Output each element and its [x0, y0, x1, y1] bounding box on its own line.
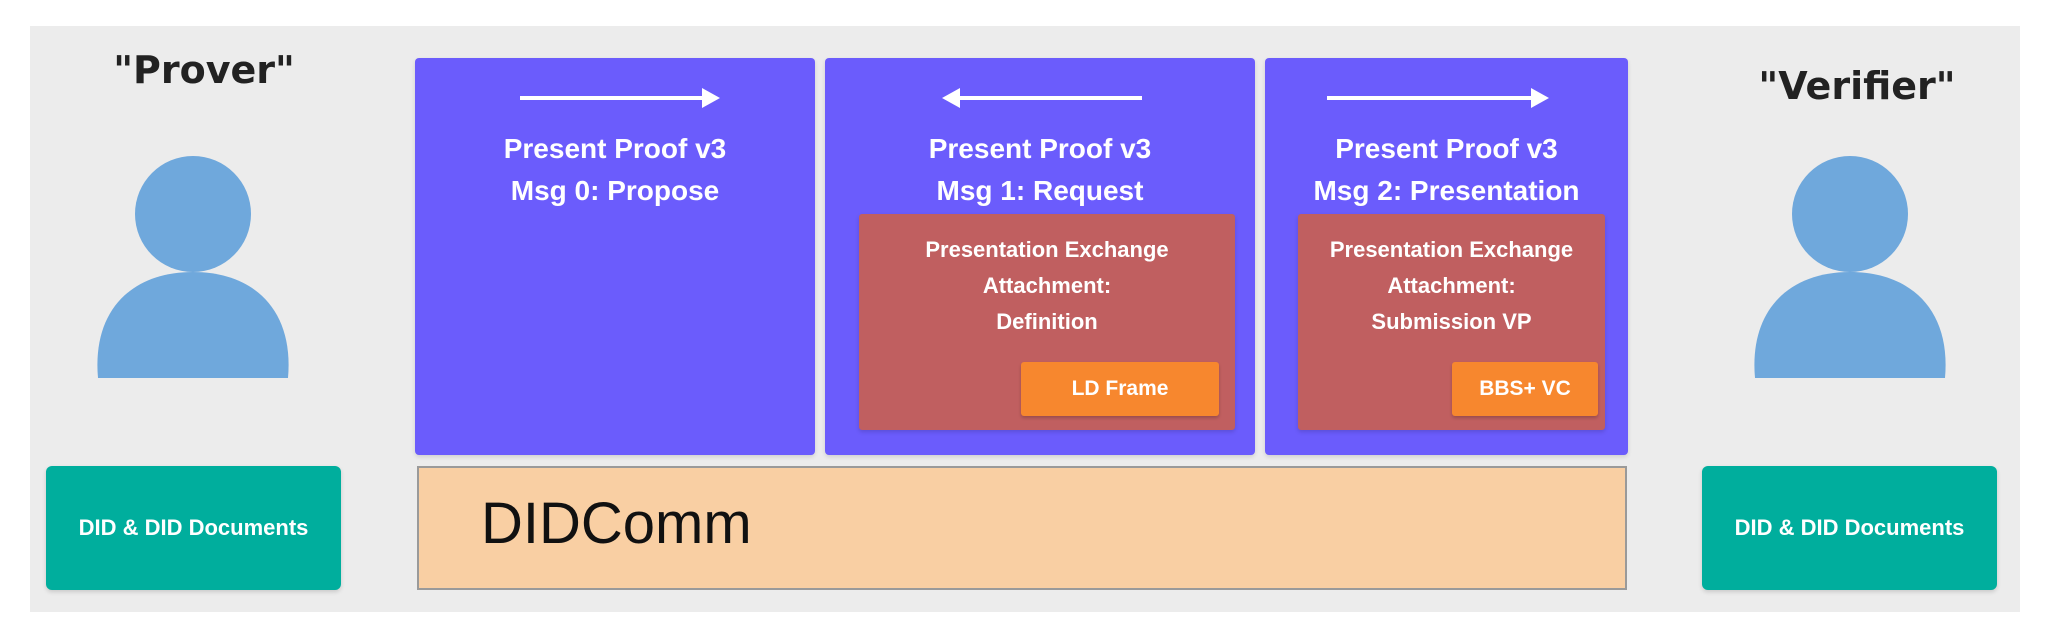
attachment-line-3: Submission VP [1371, 309, 1532, 334]
attachment-line-3: Definition [996, 309, 1098, 334]
message-presentation: Present Proof v3 Msg 2: Presentation Pre… [1265, 58, 1628, 455]
presentation-exchange-attachment: Presentation Exchange Attachment: Submis… [1298, 214, 1605, 430]
didcomm-transport-layer: DIDComm [417, 466, 1627, 590]
arrow-right-icon [1327, 88, 1549, 108]
message-title-protocol: Present Proof v3 [503, 133, 727, 164]
arrow-left-icon [942, 88, 1142, 108]
message-propose: Present Proof v3 Msg 0: Propose [415, 58, 815, 455]
prover-label: "Prover" [113, 48, 295, 92]
message-title: Present Proof v3 Msg 1: Request [825, 128, 1255, 212]
attachment-text: Presentation Exchange Attachment: Defini… [859, 232, 1235, 340]
prover-user-icon [97, 156, 289, 378]
verifier-user-icon [1754, 156, 1946, 378]
ld-frame-tag: LD Frame [1021, 362, 1219, 416]
message-title-protocol: Present Proof v3 [1335, 133, 1558, 164]
attachment-line-2: Attachment: [982, 273, 1112, 298]
message-title-step: Msg 0: Propose [510, 175, 720, 206]
attachment-line-1: Presentation Exchange [925, 237, 1169, 262]
bbs-vc-tag: BBS+ VC [1452, 362, 1598, 416]
message-title-step: Msg 1: Request [936, 175, 1144, 206]
message-title: Present Proof v3 Msg 2: Presentation [1265, 128, 1628, 212]
attachment-text: Presentation Exchange Attachment: Submis… [1298, 232, 1605, 340]
verifier-label: "Verifier" [1758, 64, 1956, 108]
message-title-step: Msg 2: Presentation [1313, 175, 1580, 206]
attachment-line-2: Attachment: [1387, 273, 1516, 298]
arrow-right-icon [520, 88, 720, 108]
prover-did-box: DID & DID Documents [46, 466, 341, 590]
verifier-did-box: DID & DID Documents [1702, 466, 1997, 590]
message-title: Present Proof v3 Msg 0: Propose [415, 128, 815, 212]
attachment-line-1: Presentation Exchange [1329, 237, 1574, 262]
presentation-exchange-attachment: Presentation Exchange Attachment: Defini… [859, 214, 1235, 430]
didcomm-label: DIDComm [481, 491, 752, 556]
message-request: Present Proof v3 Msg 1: Request Presenta… [825, 58, 1255, 455]
message-title-protocol: Present Proof v3 [928, 133, 1152, 164]
